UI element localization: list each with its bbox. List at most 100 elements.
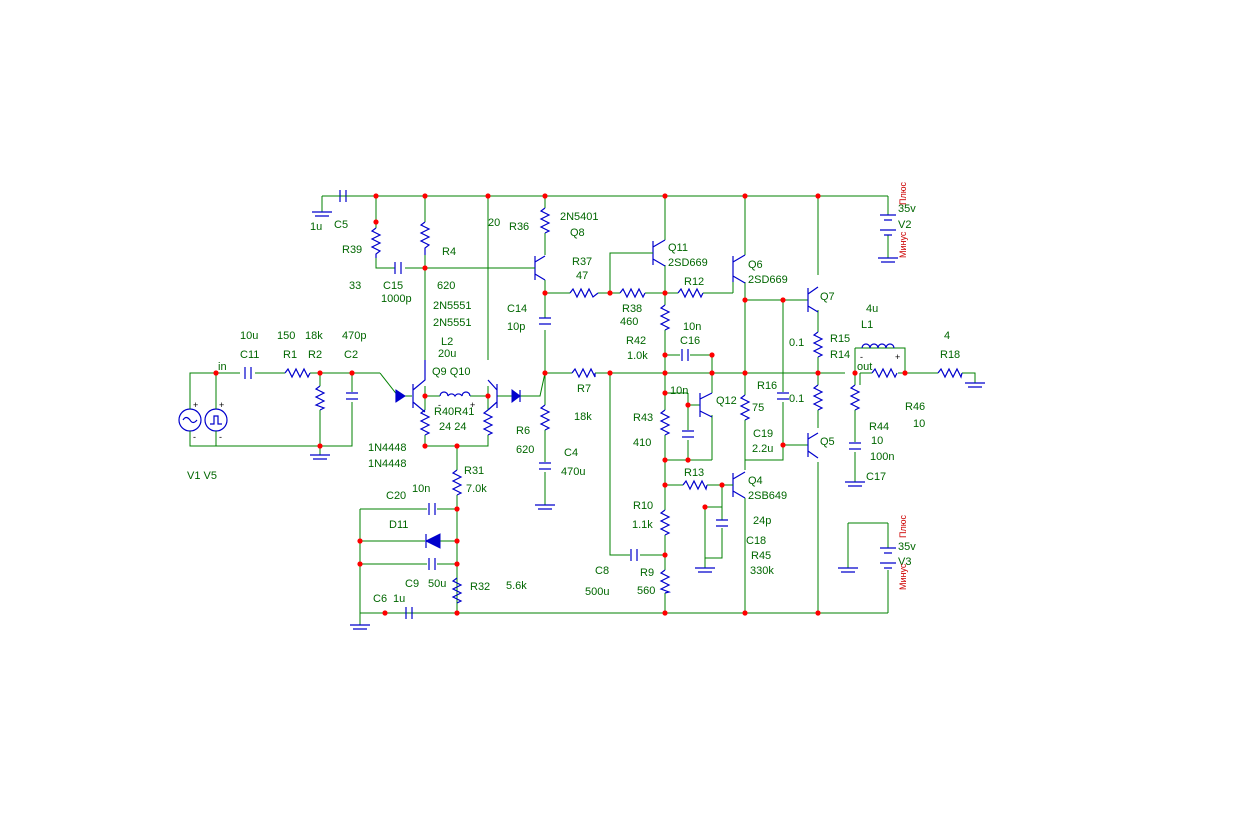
resistor-r18 <box>937 367 963 379</box>
resistor-r39 <box>370 227 382 258</box>
junction-node <box>662 352 668 358</box>
label-c11-value: 10u <box>240 330 258 342</box>
label-r45-value: 330k <box>750 565 774 577</box>
label-r10: R10 <box>633 500 653 512</box>
label-c8: C8 <box>595 565 609 577</box>
junction-node <box>662 290 668 296</box>
polarity-v5-plus: + <box>219 400 224 410</box>
label-r16: R16 <box>757 380 777 392</box>
capacitor-c6 <box>405 607 413 619</box>
label-v3-value: 35v <box>898 541 916 553</box>
junction-node <box>815 193 821 199</box>
ground-v3 <box>838 567 858 573</box>
resistor-r40 <box>419 409 431 436</box>
label-c4-value: 470u <box>561 466 585 478</box>
capacitor-c10n <box>682 430 694 438</box>
resistor-r9 <box>659 569 672 594</box>
label-q7: Q7 <box>820 291 835 303</box>
label-r45: R45 <box>751 550 771 562</box>
junction-node <box>317 370 323 376</box>
junction-node <box>382 610 388 616</box>
label-c15: C15 <box>383 280 403 292</box>
label-r38-value: 460 <box>620 316 638 328</box>
polarity-v5-minus: - <box>219 432 222 442</box>
label-r7: R7 <box>577 383 591 395</box>
label-q8-type: 2N5401 <box>560 211 599 223</box>
resistor-r6 <box>539 404 551 431</box>
labels: 1u C5 R39 33 C15 1000p R4 620 2N5551 2N5… <box>187 182 960 605</box>
capacitor-c5 <box>322 190 360 202</box>
label-c6-value: 1u <box>393 593 405 605</box>
junction-node <box>709 370 715 376</box>
label-r36-value: 20 <box>488 217 500 229</box>
capacitor-c15 <box>394 262 402 274</box>
label-c9-value: 50u <box>428 578 446 590</box>
diode-1n4448-right <box>511 389 521 403</box>
label-c5-value: 1u <box>310 221 322 233</box>
label-r12: R12 <box>684 276 704 288</box>
label-r14: R14 <box>830 349 850 361</box>
polarity-l1-minus: - <box>860 352 863 362</box>
label-r32-value: 5.6k <box>506 580 527 592</box>
capacitor-c18 <box>716 519 728 527</box>
label-c11: C11 <box>240 349 259 361</box>
capacitor-c2 <box>346 392 358 400</box>
label-c5: C5 <box>334 219 348 231</box>
label-r31: R31 <box>464 465 484 477</box>
junction-node <box>742 297 748 303</box>
label-c18-value: 24p <box>753 515 771 527</box>
junction-node <box>349 370 355 376</box>
label-r37: R37 <box>572 256 592 268</box>
source-v5 <box>204 400 228 440</box>
label-l1: L1 <box>861 319 873 331</box>
label-r15-value: 0.1 <box>789 337 804 349</box>
junction-node <box>780 297 786 303</box>
diode-1n4448-left <box>395 389 406 403</box>
label-r39-value: 33 <box>349 280 361 292</box>
ground-c4 <box>535 504 555 510</box>
resistor-r32 <box>451 577 463 604</box>
label-r15: R15 <box>830 333 850 345</box>
label-d11: D11 <box>389 519 408 531</box>
capacitor-c4 <box>539 462 551 470</box>
label-r2-value: 18k <box>305 330 323 342</box>
label-r36: R36 <box>509 221 529 233</box>
label-c6: C6 <box>373 593 387 605</box>
junction-node <box>422 265 428 271</box>
junction-node <box>685 402 691 408</box>
label-r42: R42 <box>626 335 646 347</box>
label-r40-r41-value: 24 24 <box>439 421 467 433</box>
label-c16: C16 <box>680 335 700 347</box>
label-c17: C17 <box>866 471 886 483</box>
label-r40-r41: R40R41 <box>434 406 474 418</box>
capacitor-c17 <box>849 442 861 450</box>
transistor-q4 <box>730 471 746 499</box>
junction-node <box>662 390 668 396</box>
label-r16-value: 75 <box>752 402 764 414</box>
junction-node <box>662 482 668 488</box>
transistor-q6 <box>732 254 746 284</box>
resistor-r1 <box>284 367 311 379</box>
capacitor-c11 <box>244 367 252 379</box>
label-r46: R46 <box>905 401 925 413</box>
ground-symbols <box>310 211 985 630</box>
label-q6-type: 2SD669 <box>748 274 788 286</box>
label-r4: R4 <box>442 246 456 258</box>
junction-node <box>542 193 548 199</box>
label-q5: Q5 <box>820 436 835 448</box>
junction-node <box>662 370 668 376</box>
junction-node <box>742 193 748 199</box>
junction-node <box>742 610 748 616</box>
resistor-r46 <box>871 367 905 379</box>
label-c10n: 10n <box>670 385 688 397</box>
junction-node <box>485 193 491 199</box>
battery-v3 <box>880 547 896 569</box>
junction-node <box>422 393 428 399</box>
label-q8: Q8 <box>570 227 585 239</box>
label-r9: R9 <box>640 567 654 579</box>
label-c20-value: 10n <box>412 483 430 495</box>
transistor-q9 <box>412 360 426 413</box>
label-q11-type: 2SD669 <box>668 257 708 269</box>
junction-node <box>742 370 748 376</box>
